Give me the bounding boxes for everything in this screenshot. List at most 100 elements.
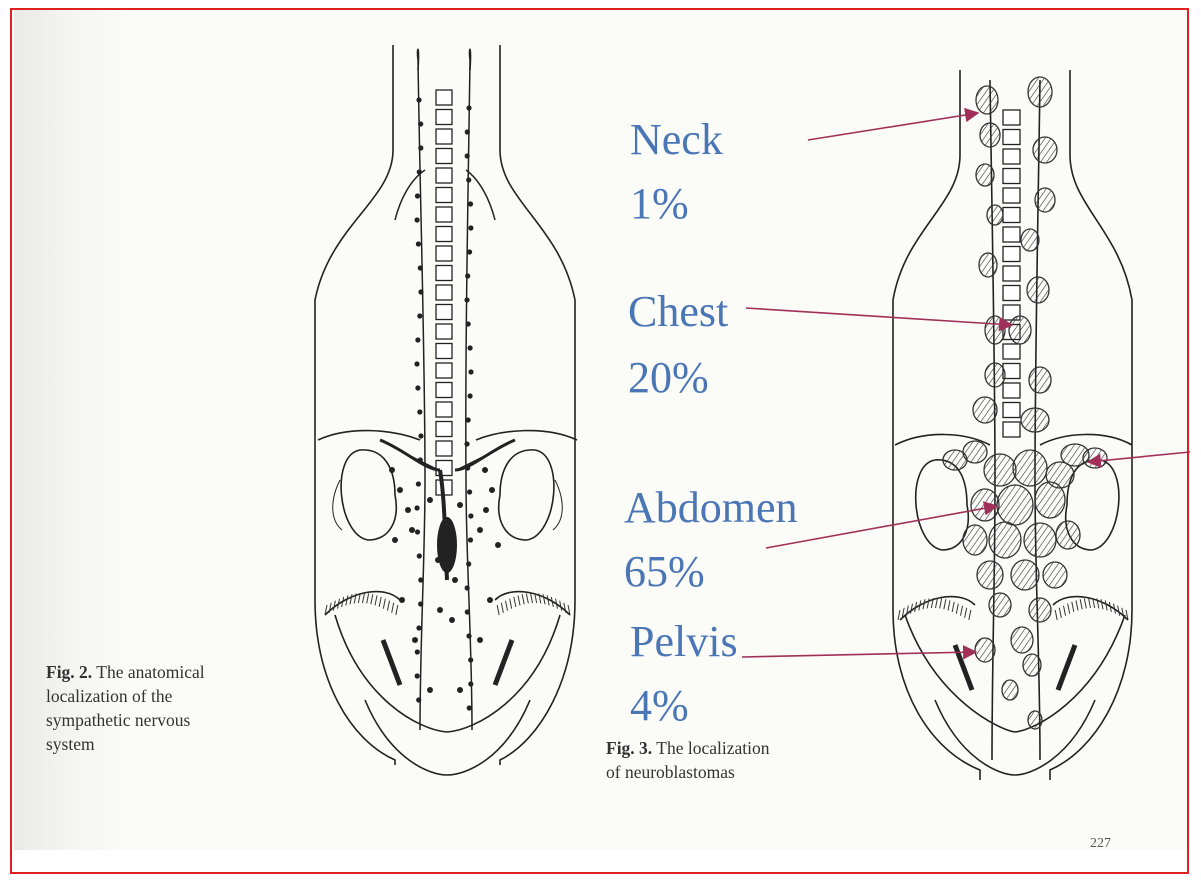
ganglion-dot — [466, 633, 471, 638]
ganglion-dot — [482, 467, 488, 473]
ganglion-dot — [468, 537, 473, 542]
ganglion-dot — [466, 561, 471, 566]
fringe-mark — [969, 610, 971, 620]
ganglion-dot — [415, 673, 420, 678]
fig3-tumor-blobs — [943, 77, 1107, 729]
tumor-blob — [989, 522, 1021, 558]
fringe-mark — [923, 599, 925, 609]
fringe-mark — [543, 594, 545, 604]
tumor-blob — [984, 454, 1016, 486]
vertebra — [436, 168, 452, 183]
vertebra — [436, 266, 452, 281]
ganglion-dot — [427, 497, 433, 503]
vertebra — [436, 363, 452, 378]
fringe-mark — [927, 598, 929, 608]
ganglion-dot — [466, 321, 471, 326]
chest-label: Chest — [628, 290, 728, 334]
fringe-mark — [1089, 598, 1091, 608]
vertebra — [1003, 169, 1020, 184]
fringe-mark — [944, 599, 946, 609]
fringe-mark — [961, 606, 963, 616]
fringe-mark — [952, 602, 954, 612]
tumor-blob — [1021, 229, 1039, 251]
fig3-spine — [1003, 110, 1020, 437]
tumor-blob — [1024, 523, 1056, 557]
ganglion-dot — [418, 265, 423, 270]
ganglion-dot — [467, 345, 472, 350]
ganglion-dot — [465, 585, 470, 590]
vertebra — [436, 324, 452, 339]
ganglion-dot — [437, 607, 443, 613]
fig2-spine — [436, 90, 452, 495]
ganglion-dot — [418, 145, 423, 150]
ganglion-dot — [468, 225, 473, 230]
vertebra — [1003, 286, 1020, 301]
tumor-blob — [987, 205, 1003, 225]
fringe-mark — [501, 603, 503, 613]
ganglion-dot — [457, 687, 463, 693]
vertebra — [1003, 344, 1020, 359]
ganglion-dot — [467, 249, 472, 254]
fringe-mark — [1064, 606, 1066, 616]
tumor-blob — [1011, 627, 1033, 653]
ganglion-dot — [477, 527, 483, 533]
ganglion-dot — [495, 542, 501, 548]
fringe-mark — [350, 594, 352, 604]
vertebra — [436, 383, 452, 398]
fig2-caption-prefix: Fig. 2. — [46, 662, 92, 682]
tumor-blob — [1056, 521, 1080, 549]
tumor-blob — [1043, 562, 1067, 588]
tumor-blob — [971, 489, 999, 521]
vertebra — [1003, 422, 1020, 437]
fig2-caption-line-2: localization of the — [46, 686, 172, 706]
ganglion-dot — [405, 507, 411, 513]
fringe-mark — [506, 601, 508, 611]
vertebra — [1003, 227, 1020, 242]
tumor-blob — [1083, 448, 1107, 468]
ganglion-dot — [468, 513, 473, 518]
ganglion-dot — [409, 527, 415, 533]
ganglion-dot — [415, 193, 420, 198]
tumor-blob — [997, 485, 1033, 525]
fig2-caption: Fig. 2. The anatomical localization of t… — [46, 660, 296, 757]
ganglion-dot — [467, 489, 472, 494]
vertebra — [436, 441, 452, 456]
ganglion-dot — [415, 649, 420, 654]
neck-percent: 1% — [630, 182, 689, 226]
pelvis-percent: 4% — [630, 684, 689, 728]
abdomen-percent: 65% — [624, 550, 705, 594]
vertebra — [436, 227, 452, 242]
fig2-caption-line-1: The anatomical — [96, 662, 204, 682]
vertebra — [436, 188, 452, 203]
ganglion-dot — [417, 169, 422, 174]
fringe-mark — [1101, 599, 1103, 609]
tumor-blob — [1002, 680, 1018, 700]
tumor-blob — [1021, 408, 1049, 432]
tumor-blob — [1027, 277, 1049, 303]
tumor-blob — [979, 253, 997, 277]
ganglion-dot — [466, 177, 471, 182]
ganglion-dot — [392, 537, 398, 543]
fringe-mark — [363, 593, 365, 603]
fringe-mark — [1122, 608, 1124, 618]
vertebra — [1003, 247, 1020, 262]
vertebra — [1003, 149, 1020, 164]
ganglion-dot — [399, 597, 405, 603]
ganglion-dot — [449, 617, 455, 623]
ganglion-dot — [418, 433, 423, 438]
fringe-mark — [379, 597, 381, 607]
tumor-blob — [980, 123, 1000, 147]
page-number: 227 — [1090, 836, 1111, 852]
fringe-mark — [936, 598, 938, 608]
fringe-mark — [564, 603, 566, 613]
tumor-blob — [973, 397, 997, 423]
tumor-blob — [1035, 482, 1065, 518]
ganglion-dot — [468, 369, 473, 374]
tumor-blob — [1013, 450, 1047, 486]
pelvis-label: Pelvis — [630, 620, 738, 664]
ganglion-dot — [468, 201, 473, 206]
ganglion-dot — [416, 241, 421, 246]
fringe-mark — [1084, 598, 1086, 608]
neck-label: Neck — [630, 118, 723, 162]
